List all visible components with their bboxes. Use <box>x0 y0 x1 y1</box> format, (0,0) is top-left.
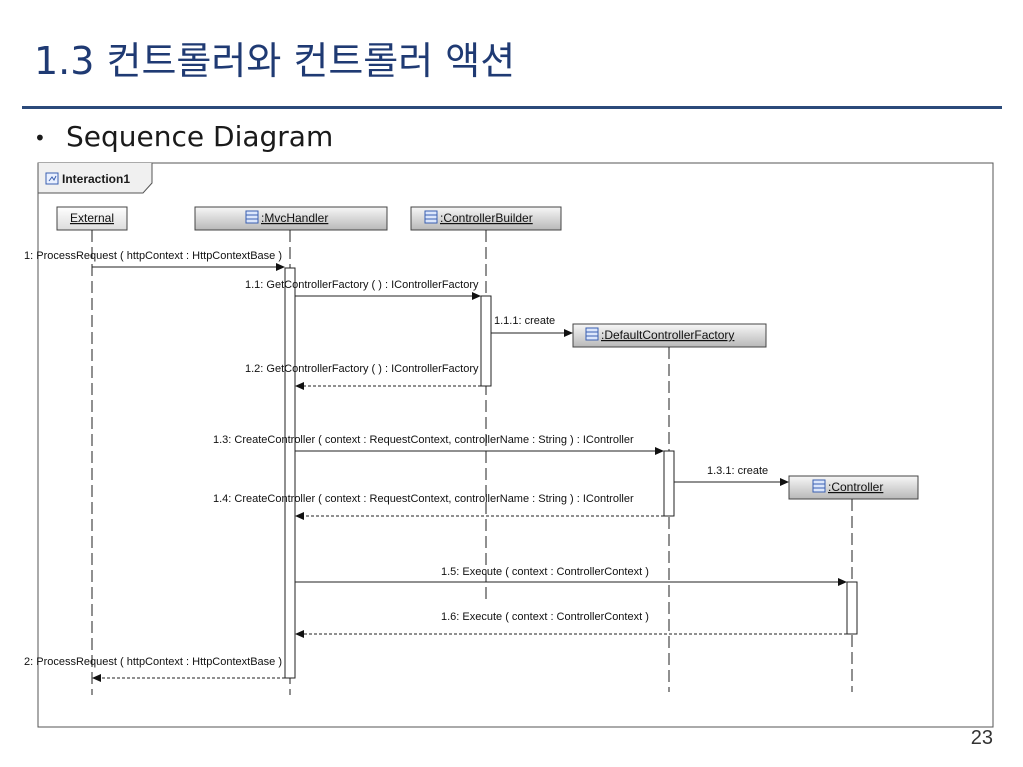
activation-bar-controller <box>846 581 858 635</box>
bullet-dot: • <box>34 126 46 150</box>
message-label-2: 2: ProcessRequest ( httpContext : HttpCo… <box>24 656 282 668</box>
slide-title: 1.3 컨트롤러와 컨트롤러 액션 <box>34 39 516 83</box>
frame-label: Interaction1 <box>62 172 130 186</box>
lifeline-label-mvchandler: :MvcHandler <box>261 211 328 225</box>
sequence-diagram-icon <box>45 172 59 185</box>
lifeline-label-controllerbuilder: :ControllerBuilder <box>440 211 533 225</box>
message-label-1-3-1: 1.3.1: create <box>707 465 768 477</box>
arrowhead <box>276 263 285 271</box>
message-label-1-1: 1.1: GetControllerFactory ( ) : IControl… <box>245 279 479 291</box>
lifeline-head-mvchandler <box>194 206 388 231</box>
activation-bar-controllerbuilder <box>480 295 492 387</box>
message-label-1-4: 1.4: CreateController ( context : Reques… <box>213 493 634 505</box>
arrowhead <box>655 447 664 455</box>
arrowhead <box>472 292 481 300</box>
arrowhead <box>92 674 101 682</box>
page-number: 23 <box>970 727 993 749</box>
class-instance-icon <box>424 210 438 224</box>
frame-label-tab <box>37 163 153 194</box>
bullet-text: Sequence Diagram <box>66 120 334 153</box>
arrowhead <box>295 630 304 638</box>
lifeline-label-external: External <box>70 211 114 225</box>
title-divider <box>22 106 1002 109</box>
message-label-1-3: 1.3: CreateController ( context : Reques… <box>213 434 634 446</box>
arrowhead <box>838 578 847 586</box>
arrowhead <box>295 382 304 390</box>
message-label-1: 1: ProcessRequest ( httpContext : HttpCo… <box>24 250 282 262</box>
arrowhead <box>564 329 573 337</box>
activation-bar-defaultcontrollerfactory <box>663 450 675 517</box>
class-instance-icon <box>812 479 826 493</box>
class-instance-icon <box>585 327 599 341</box>
bullet-item: • Sequence Diagram <box>34 120 333 153</box>
arrowhead <box>780 478 789 486</box>
interaction-frame <box>37 162 994 728</box>
arrowhead <box>295 512 304 520</box>
message-label-1-2: 1.2: GetControllerFactory ( ) : IControl… <box>245 363 479 375</box>
message-label-1-1-1: 1.1.1: create <box>494 315 555 327</box>
message-label-1-5: 1.5: Execute ( context : ControllerConte… <box>441 566 649 578</box>
lifeline-label-controller: :Controller <box>828 480 883 494</box>
activation-bar-mvchandler <box>284 267 296 679</box>
message-label-1-6: 1.6: Execute ( context : ControllerConte… <box>441 611 649 623</box>
class-instance-icon <box>245 210 259 224</box>
lifeline-label-defaultcontrollerfactory: :DefaultControllerFactory <box>601 328 734 342</box>
